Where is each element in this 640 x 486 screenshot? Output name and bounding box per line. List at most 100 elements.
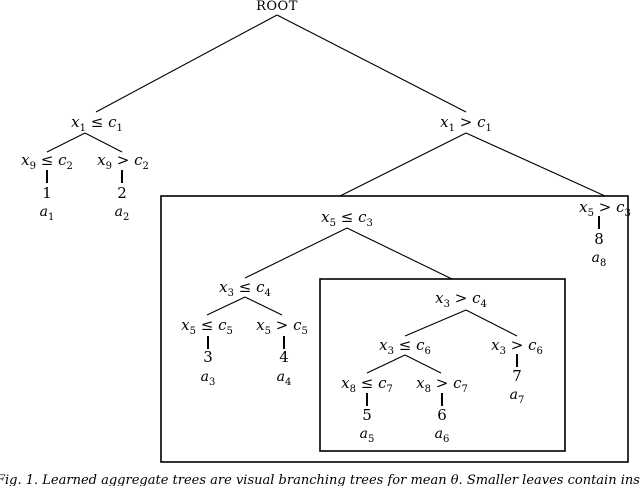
leaf-action-index: 5 xyxy=(368,434,374,445)
split-variable-index: 5 xyxy=(588,208,594,219)
leaf-action-symbol: a xyxy=(201,369,209,385)
leaf-action-symbol: a xyxy=(40,204,48,220)
split-operator: ≤ xyxy=(234,278,256,296)
split-variable: x xyxy=(379,336,388,354)
split-variable: x xyxy=(440,113,449,131)
leaf-7: 7 a7 xyxy=(510,367,525,406)
split-operator: > xyxy=(431,374,453,392)
split-variable: x xyxy=(341,374,350,392)
split-threshold: c xyxy=(58,151,67,169)
leaf-number: 3 xyxy=(203,348,213,366)
split-operator: ≤ xyxy=(196,316,218,334)
split-threshold-index: 1 xyxy=(116,123,122,134)
leaf-stems xyxy=(46,170,600,406)
split-variable-index: 3 xyxy=(228,288,234,299)
split-threshold-index: 2 xyxy=(66,161,72,172)
split-threshold-index: 2 xyxy=(142,161,148,172)
split-threshold-index: 3 xyxy=(624,208,630,219)
split-threshold-index: 5 xyxy=(301,326,307,337)
leaf-action-symbol: a xyxy=(115,204,123,220)
split-node-x3-gt-c4: x3 > c4 xyxy=(435,289,487,310)
leaf-action: a6 xyxy=(435,426,450,445)
leaf-nodes: 1 a1 2 a2 8 a8 3 a3 4 a4 7 a7 5 a5 6 a6 xyxy=(40,184,607,445)
split-node-x1-le-c1: x1 ≤ c1 xyxy=(71,113,123,134)
split-operator: > xyxy=(506,336,528,354)
split-threshold-index: 6 xyxy=(536,346,542,357)
split-variable-index: 1 xyxy=(80,123,86,134)
leaf-number: 8 xyxy=(594,230,604,248)
figure-caption: Fig. 1. Learned aggregate trees are visu… xyxy=(0,473,640,486)
leaf-action-symbol: a xyxy=(435,426,443,442)
leaf-number: 6 xyxy=(437,406,447,424)
split-threshold: c xyxy=(528,336,537,354)
split-variable-index: 9 xyxy=(106,161,112,172)
leaf-number: 5 xyxy=(362,406,372,424)
split-variable: x xyxy=(21,151,30,169)
root-node-label: ROOT xyxy=(256,0,298,14)
split-operator: ≤ xyxy=(336,208,358,226)
split-variable: x xyxy=(97,151,106,169)
split-node-x5-gt-c5: x5 > c5 xyxy=(256,316,308,337)
split-threshold-index: 4 xyxy=(264,288,270,299)
split-threshold-index: 6 xyxy=(424,346,430,357)
split-operator: ≤ xyxy=(394,336,416,354)
leaf-action: a8 xyxy=(592,250,607,269)
split-node-x3-le-c6: x3 ≤ c6 xyxy=(379,336,431,357)
split-node-x8-le-c7: x8 ≤ c7 xyxy=(341,374,393,395)
split-node-x8-gt-c7: x8 > c7 xyxy=(416,374,468,395)
split-node-x3-gt-c6: x3 > c6 xyxy=(491,336,543,357)
split-variable: x xyxy=(491,336,500,354)
split-threshold-index: 4 xyxy=(480,299,486,310)
split-threshold-index: 5 xyxy=(226,326,232,337)
split-variable: x xyxy=(71,113,80,131)
split-threshold: c xyxy=(293,316,302,334)
split-threshold: c xyxy=(416,336,425,354)
split-variable-index: 3 xyxy=(388,346,394,357)
edge-n1-n4 xyxy=(84,132,123,153)
split-threshold-index: 3 xyxy=(366,218,372,229)
split-operator: ≤ xyxy=(86,113,108,131)
leaf-8: 8 a8 xyxy=(592,230,607,269)
leaf-action: a7 xyxy=(510,387,525,406)
edge-n11-n13 xyxy=(366,354,406,374)
leaf-2: 2 a2 xyxy=(115,184,130,223)
split-variable: x xyxy=(219,278,228,296)
edge-n5-n7 xyxy=(244,227,348,279)
outer-subtree-box xyxy=(160,195,629,463)
leaf-action: a5 xyxy=(360,426,375,445)
leaf-action-index: 4 xyxy=(285,377,291,388)
split-variable-index: 3 xyxy=(500,346,506,357)
split-node-x5-le-c3: x5 ≤ c3 xyxy=(321,208,373,229)
split-threshold-index: 7 xyxy=(386,384,392,395)
leaf-action-index: 7 xyxy=(518,395,524,406)
split-variable-index: 1 xyxy=(449,123,455,134)
split-node-x1-gt-c1: x1 > c1 xyxy=(440,113,492,134)
split-threshold: c xyxy=(358,208,367,226)
edge-n2-n6 xyxy=(465,132,606,197)
split-node-x3-le-c4: x3 ≤ c4 xyxy=(219,278,271,299)
leaf-action-index: 8 xyxy=(600,258,606,269)
leaf-4: 4 a4 xyxy=(277,348,292,388)
inner-subtree-box xyxy=(319,278,566,452)
leaf-action-symbol: a xyxy=(592,250,600,266)
split-threshold-index: 1 xyxy=(485,123,491,134)
split-operator: > xyxy=(455,113,477,131)
split-variable-index: 5 xyxy=(190,326,196,337)
split-operator: ≤ xyxy=(36,151,58,169)
leaf-action: a1 xyxy=(40,204,55,223)
split-variable-index: 5 xyxy=(330,218,336,229)
split-variable-index: 8 xyxy=(425,384,431,395)
split-operator: > xyxy=(112,151,134,169)
leaf-number: 2 xyxy=(117,184,127,202)
edge-n8-n12 xyxy=(465,309,518,337)
leaf-action-index: 1 xyxy=(48,212,54,223)
split-threshold-index: 7 xyxy=(461,384,467,395)
edge-n11-n14 xyxy=(404,354,442,374)
split-variable-index: 5 xyxy=(265,326,271,337)
split-operator: > xyxy=(271,316,293,334)
leaf-action-symbol: a xyxy=(510,387,518,403)
tree-edges xyxy=(46,14,606,374)
split-variable-index: 8 xyxy=(350,384,356,395)
edge-n1-n3 xyxy=(46,132,86,153)
